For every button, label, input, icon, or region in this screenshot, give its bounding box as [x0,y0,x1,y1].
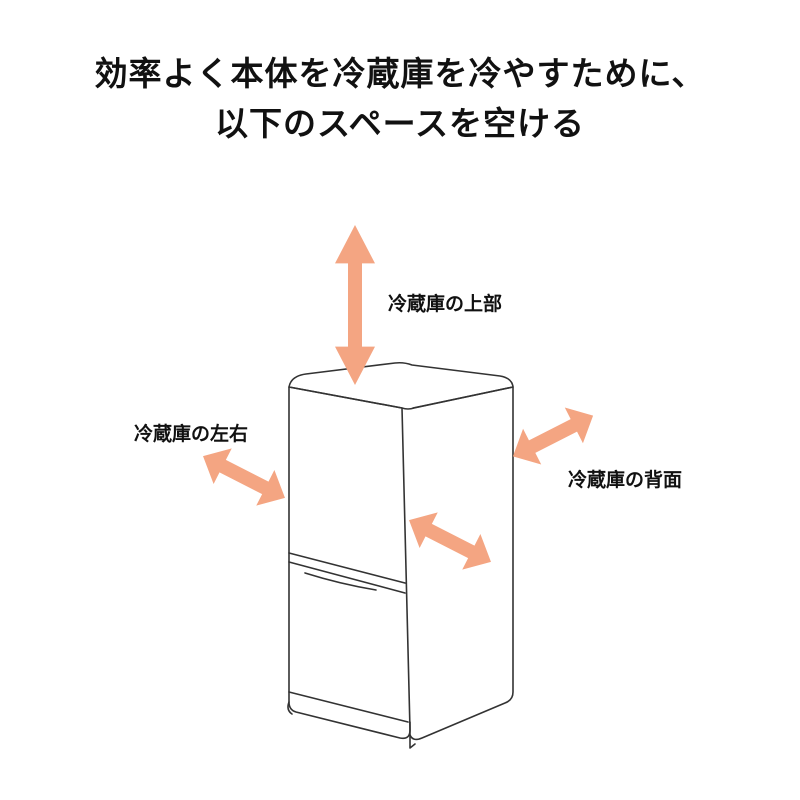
title-line-2: 以下のスペースを空ける [214,104,586,143]
refrigerator-top-face [288,361,514,410]
arrow-back [503,397,603,475]
refrigerator-handle [304,572,377,591]
refrigerator-base-left-curve [287,701,293,715]
label-back-space: 冷蔵庫の背面 [568,469,683,491]
label-side-space: 冷蔵庫の左右 [134,423,249,445]
refrigerator-side-face [409,386,514,741]
refrigerator-base-line [288,691,409,723]
arrow-left [193,438,295,516]
refrigerator-base-right [409,721,416,749]
refrigerator-door-divider [288,552,406,584]
refrigerator-door-divider-2 [288,561,406,594]
arrow-right-side [399,502,501,580]
label-top-space: 冷蔵庫の上部 [388,293,503,315]
arrow-top [335,225,375,385]
refrigerator-front-face [288,386,411,740]
refrigerator [287,361,514,749]
title-line-1: 効率よく本体を冷蔵庫を冷やすために、 [94,54,706,93]
